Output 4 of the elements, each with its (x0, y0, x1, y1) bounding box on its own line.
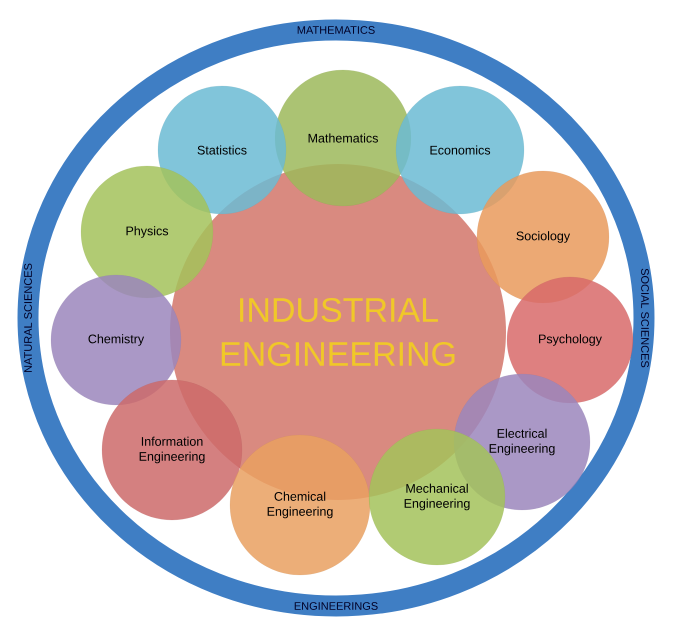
band-label: SOCIAL SCIENCES (641, 268, 649, 368)
band-label: MATHEMATICS (298, 26, 375, 34)
band-label: ENGINEERINGS (294, 602, 378, 610)
band-label: NATURAL SCIENCES (24, 264, 32, 372)
